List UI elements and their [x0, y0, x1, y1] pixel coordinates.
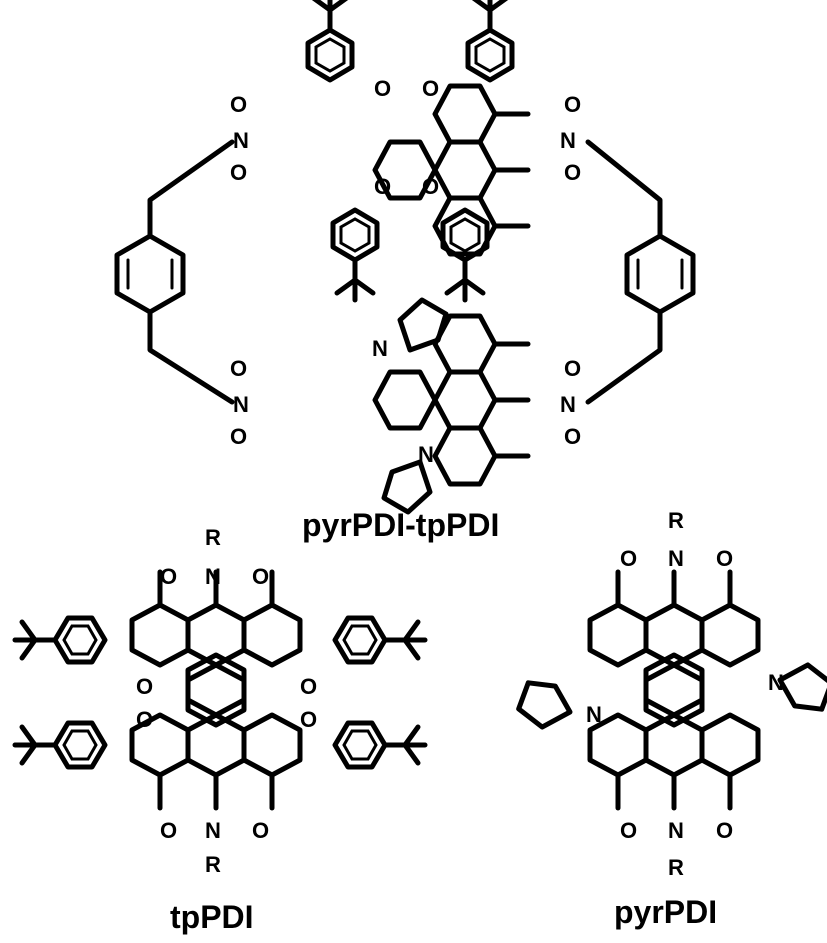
oxygen-atom: O	[300, 674, 317, 699]
oxygen-atom: O	[136, 674, 153, 699]
oxygen-atom: O	[230, 92, 247, 117]
oxygen-atom: O	[620, 546, 637, 571]
oxygen-atom: O	[564, 356, 581, 381]
pyrpdi-label: pyrPDI	[614, 894, 717, 930]
oxygen-atom: O	[564, 424, 581, 449]
r-group: R	[205, 852, 221, 877]
r-group: R	[668, 508, 684, 533]
oxygen-atom: O	[230, 356, 247, 381]
nitrogen-atom: N	[768, 670, 784, 695]
tppdi-label: tpPDI	[170, 899, 254, 935]
oxygen-atom: O	[374, 76, 391, 101]
oxygen-atom: O	[252, 818, 269, 843]
nitrogen-atom: N	[233, 128, 249, 153]
dimer-label: pyrPDI-tpPDI	[302, 507, 499, 543]
oxygen-atom: O	[422, 76, 439, 101]
pyrpdi-structure: N N R N O O N R O O	[515, 508, 827, 880]
oxygen-atom: O	[716, 546, 733, 571]
oxygen-atom: O	[230, 160, 247, 185]
oxygen-atom: O	[230, 424, 247, 449]
nitrogen-atom: N	[668, 546, 684, 571]
oxygen-atom: O	[422, 174, 439, 199]
oxygen-atom: O	[136, 707, 153, 732]
nitrogen-atom: N	[560, 392, 576, 417]
oxygen-atom: O	[300, 707, 317, 732]
nitrogen-atom: N	[418, 442, 434, 467]
oxygen-atom: O	[374, 174, 391, 199]
oxygen-atom: O	[160, 818, 177, 843]
nitrogen-atom: N	[668, 818, 684, 843]
nitrogen-atom: N	[205, 818, 221, 843]
nitrogen-atom: N	[586, 702, 602, 727]
oxygen-atom: O	[160, 564, 177, 589]
tppdi-structure: O O O O R N O O N R O O	[15, 525, 425, 877]
r-group: R	[205, 525, 221, 550]
oxygen-atom: O	[252, 564, 269, 589]
dimer-structure: O O O O N N O O O O N N N N O O O O	[117, 0, 693, 512]
oxygen-atom: O	[564, 160, 581, 185]
nitrogen-atom: N	[205, 564, 221, 589]
nitrogen-atom: N	[372, 336, 388, 361]
nitrogen-atom: N	[233, 392, 249, 417]
oxygen-atom: O	[620, 818, 637, 843]
oxygen-atom: O	[564, 92, 581, 117]
nitrogen-atom: N	[560, 128, 576, 153]
oxygen-atom: O	[716, 818, 733, 843]
r-group: R	[668, 855, 684, 880]
